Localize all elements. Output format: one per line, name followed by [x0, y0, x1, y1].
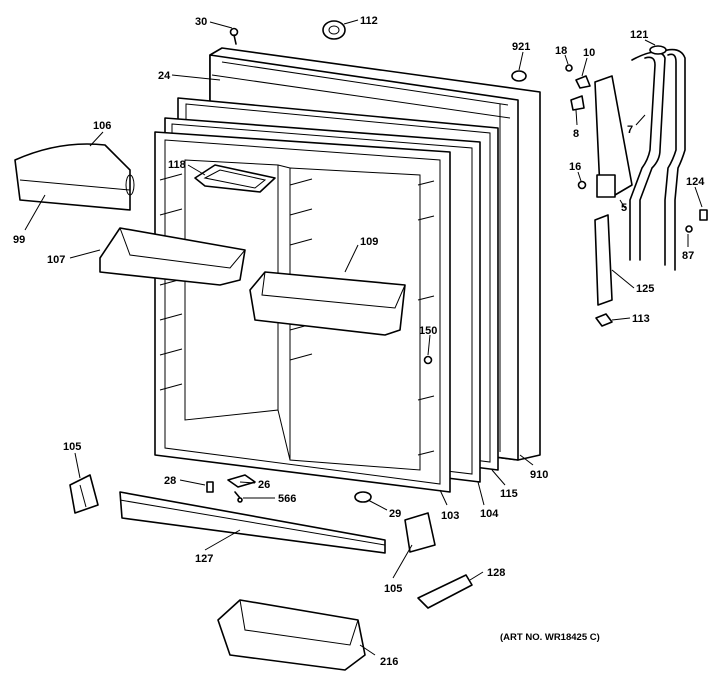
plug-112: [322, 20, 346, 40]
screw-16: [577, 180, 587, 190]
callout-10: 10: [583, 47, 595, 59]
callout-103: 103: [441, 510, 459, 522]
leader-lines: [24, 19, 703, 656]
callout-921: 921: [512, 41, 530, 53]
callout-105-left: 105: [63, 441, 81, 453]
callout-99: 99: [13, 234, 25, 246]
callout-105-right: 105: [384, 583, 402, 595]
callout-109: 109: [360, 236, 378, 248]
bin-216: [217, 599, 366, 671]
callout-566: 566: [278, 493, 296, 505]
hinge-5: [594, 75, 633, 198]
callout-18: 18: [555, 45, 567, 57]
cap-113: [595, 313, 613, 327]
callout-121: 121: [630, 29, 648, 41]
bin-support-105-left: [69, 474, 99, 514]
callout-104: 104: [480, 508, 499, 520]
door-handle-121: [629, 45, 686, 271]
door-shelf-109: [249, 271, 406, 336]
callout-128: 128: [487, 567, 505, 579]
callout-87: 87: [682, 250, 694, 262]
endcap-124: [699, 209, 708, 221]
callout-216: 216: [380, 656, 398, 668]
spacer-8: [570, 95, 585, 111]
plug-29: [354, 491, 372, 503]
door-bin-107: [99, 227, 246, 286]
retainer-128: [417, 574, 473, 609]
callout-150: 150: [419, 325, 437, 337]
clip-10: [575, 75, 591, 89]
callout-124: 124: [686, 176, 705, 188]
screw-18: [565, 64, 573, 72]
callout-24: 24: [158, 70, 171, 82]
callout-5: 5: [621, 202, 627, 214]
art-number: (ART NO. WR18425 C): [500, 632, 600, 643]
callout-16: 16: [569, 161, 581, 173]
callout-112: 112: [360, 15, 378, 27]
callout-127: 127: [195, 553, 213, 565]
callout-28: 28: [164, 475, 176, 487]
plate-26: [227, 474, 256, 488]
screw-150: [423, 355, 433, 365]
callout-107: 107: [47, 254, 65, 266]
callout-7: 7: [627, 124, 633, 136]
callout-8: 8: [573, 128, 579, 140]
bin-cover-106: [14, 143, 135, 211]
trim-127: [119, 491, 386, 554]
screw-30: [229, 27, 239, 45]
callout-labels: 30 112 921 18 10 121 24 106 118 8 7 16 1…: [13, 15, 705, 668]
callout-30: 30: [195, 16, 207, 28]
callout-29: 29: [389, 508, 401, 520]
callout-910: 910: [530, 469, 548, 481]
bin-support-105-right: [404, 512, 436, 553]
screw-87: [685, 225, 693, 233]
callout-125: 125: [636, 283, 654, 295]
callout-113: 113: [632, 313, 650, 325]
pin-566: [234, 491, 243, 503]
callout-106: 106: [93, 120, 111, 132]
callout-115: 115: [500, 488, 518, 500]
callout-118: 118: [168, 159, 186, 171]
bracket-125: [594, 214, 613, 306]
callout-26: 26: [258, 479, 270, 491]
screw-28: [206, 481, 214, 493]
cap-921: [511, 70, 527, 82]
butter-compartment-118: [194, 164, 276, 193]
